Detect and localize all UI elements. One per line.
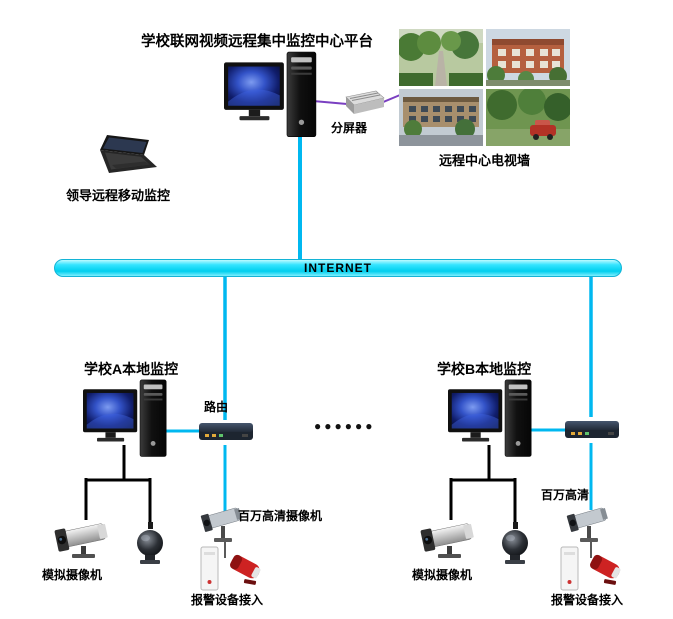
- school-a-dome-camera: [131, 522, 169, 571]
- laptop-label: 领导远程移动监控: [66, 188, 171, 203]
- desktop-computer-icon: [448, 379, 532, 457]
- platform-title: 学校联网视频远程集中监控中心平台: [141, 34, 373, 50]
- router-icon: [199, 423, 253, 440]
- school-b-analog-camera: [419, 512, 481, 569]
- school-b-alarm-label: 报警设备接入: [551, 593, 624, 607]
- school-a-computer: [83, 378, 169, 465]
- school-b-title: 学校B本地监控: [437, 361, 532, 377]
- school-b-alarm-siren: [586, 550, 626, 595]
- tv-wall-photo-park-path: [399, 29, 483, 86]
- school-b-alarm-box: [560, 546, 580, 597]
- school-b-hd-camera: [566, 500, 614, 551]
- router-icon: [565, 421, 619, 438]
- school-b-dome-camera: [496, 522, 534, 571]
- laptop-icon: [100, 135, 157, 173]
- bullet-camera-icon: [54, 523, 108, 558]
- hd-camera-icon: [566, 507, 608, 542]
- center-computer: [224, 50, 319, 146]
- tv-wall-label: 远程中心电视墙: [438, 153, 530, 168]
- school-a-analog-camera: [53, 512, 115, 569]
- alarm-siren-icon: [589, 554, 621, 585]
- internet-label: INTERNET: [304, 261, 372, 275]
- school-a-router: [198, 416, 254, 451]
- splitter-icon: [345, 90, 385, 114]
- tv-wall-photo-red-building: [486, 29, 570, 86]
- dome-camera-icon: [502, 522, 528, 564]
- school-a-hd-camera-label: 百万高清摄像机: [238, 509, 323, 523]
- internet-bar: INTERNET: [54, 259, 622, 277]
- school-a-title: 学校A本地监控: [84, 361, 179, 377]
- school-a-alarm-box: [200, 546, 220, 597]
- hd-camera-icon: [200, 507, 242, 542]
- desktop-computer-icon: [83, 379, 167, 457]
- alarm-siren-icon: [229, 554, 261, 585]
- tv-wall-photo-grey-building: [399, 89, 483, 146]
- school-b-hd-camera-label: 百万高清: [541, 488, 590, 502]
- school-a-alarm-siren: [226, 550, 266, 595]
- school-a-router-label: 路由: [204, 400, 229, 414]
- splitter-device: [341, 88, 387, 123]
- tv-wall-photo-trees-car: [486, 89, 570, 146]
- school-b-computer: [448, 378, 534, 465]
- school-b-analog-camera-label: 模拟摄像机: [412, 568, 473, 582]
- school-a-alarm-label: 报警设备接入: [191, 593, 264, 607]
- school-a-hd-camera: [200, 500, 248, 551]
- alarm-box-icon: [200, 546, 219, 591]
- tv-wall: [399, 29, 570, 146]
- splitter-label: 分屏器: [331, 121, 368, 135]
- alarm-box-icon: [560, 546, 579, 591]
- leader-laptop: [96, 134, 160, 183]
- school-b-router: [564, 414, 620, 449]
- desktop-computer-icon: [224, 51, 317, 138]
- bullet-camera-icon: [420, 523, 474, 558]
- ellipsis-dots: ●●●●●●: [314, 419, 376, 433]
- school-a-analog-camera-label: 模拟摄像机: [42, 568, 103, 582]
- dome-camera-icon: [137, 522, 163, 564]
